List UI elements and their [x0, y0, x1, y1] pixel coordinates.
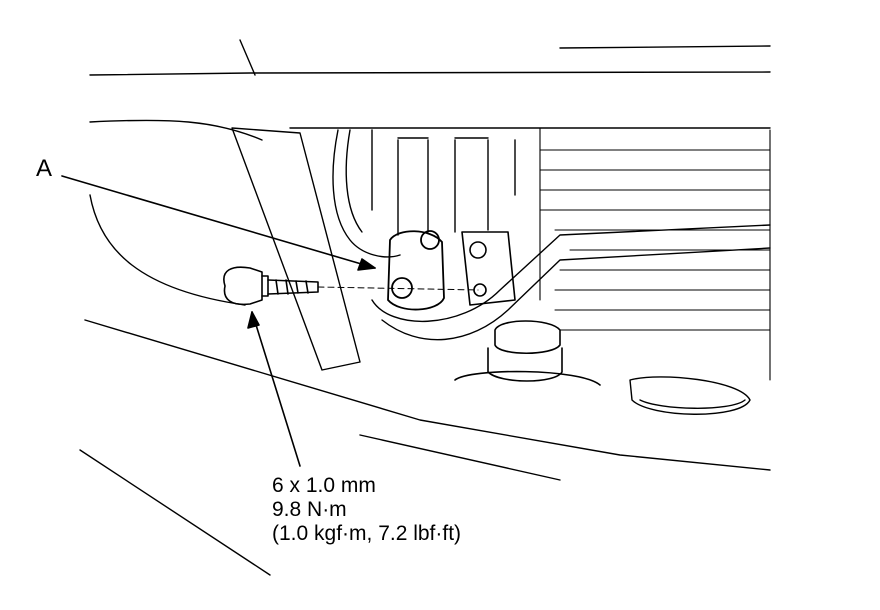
lower-tray: [629, 376, 751, 415]
bracket-plate: [231, 127, 361, 371]
pipe-clamp: [387, 230, 445, 311]
mount-bushing: [454, 320, 601, 386]
bolt-torque-alt: (1.0 kgf·m, 7.2 lbf·ft): [272, 522, 462, 545]
leader-bolt: [247, 311, 301, 467]
lower-panel: [79, 194, 771, 576]
bolt-spec: 6 x 1.0 mm 9.8 N·m (1.0 kgf·m, 7.2 lbf·f…: [272, 474, 461, 546]
alignment-line: [317, 286, 479, 291]
bolt-torque-nm: 9.8 N·m: [272, 498, 347, 521]
ac-pipes: [332, 129, 771, 341]
bolt-size: 6 x 1.0 mm: [272, 474, 376, 497]
flange-bolt: [223, 266, 319, 306]
upper-panel: [89, 39, 771, 141]
part-label-a: A: [36, 155, 53, 182]
leader-a: [61, 175, 376, 271]
mating-bracket: [461, 231, 516, 306]
